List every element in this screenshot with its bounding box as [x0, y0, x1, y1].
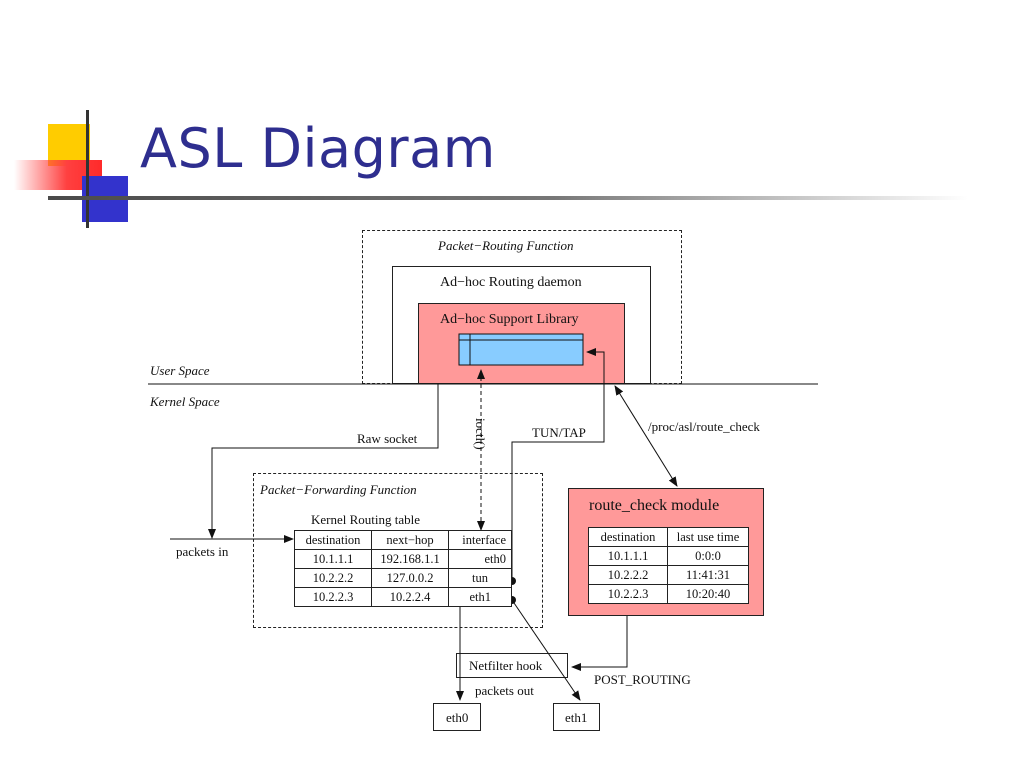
packet-routing-function-label: Packet−Routing Function	[438, 238, 574, 253]
table-header-cell: destination	[294, 530, 372, 550]
table-cell: eth1	[448, 587, 512, 607]
table-cell: eth0	[448, 549, 512, 569]
kernel-routing-table-title: Kernel Routing table	[311, 512, 421, 527]
table-header-row: destination next−hop interface	[294, 530, 512, 550]
raw-socket-arrow	[208, 384, 439, 539]
table-row: 10.1.1.1 192.168.1.1 eth0	[294, 549, 512, 569]
table-cell: 10.2.2.2	[588, 565, 668, 585]
route-check-table: destination last use time 10.1.1.1 0:0:0…	[588, 527, 749, 604]
user-space-label: User Space	[150, 363, 210, 378]
raw-socket-label: Raw socket	[357, 431, 418, 446]
ioctl-label: ioctl()	[473, 418, 488, 450]
proc-route-check-arrow	[614, 385, 678, 487]
table-cell: 11:41:31	[667, 565, 749, 585]
netfilter-hook-label: Netfilter hook	[469, 658, 543, 673]
route-check-module-title: route_check module	[589, 497, 720, 514]
table-row: 10.2.2.3 10:20:40	[588, 584, 749, 604]
packets-in-label: packets in	[176, 544, 229, 559]
kernel-space-label: Kernel Space	[150, 394, 220, 409]
table-row: 10.2.2.3 10.2.2.4 eth1	[294, 587, 512, 607]
netfilter-hook-box	[456, 653, 568, 678]
routing-daemon-label: Ad−hoc Routing daemon	[440, 275, 582, 290]
table-cell: 10.2.2.3	[588, 584, 668, 604]
table-cell: 0:0:0	[667, 546, 749, 566]
table-header-cell: destination	[588, 527, 668, 547]
packets-out-label: packets out	[475, 683, 534, 698]
table-cell: 10.2.2.3	[294, 587, 372, 607]
table-header-row: destination last use time	[588, 527, 749, 547]
eth1-box	[553, 703, 600, 731]
post-routing-label: POST_ROUTING	[594, 672, 691, 687]
slide-title: ASL Diagram	[140, 117, 496, 180]
post-routing-arrow	[571, 616, 628, 671]
table-cell: tun	[448, 568, 512, 588]
table-header-cell: next−hop	[371, 530, 449, 550]
tun-tap-arrow	[511, 348, 605, 581]
eth0-box	[433, 703, 481, 731]
table-cell: 127.0.0.2	[371, 568, 449, 588]
eth0-label: eth0	[446, 710, 469, 725]
packet-forwarding-function-label: Packet−Forwarding Function	[260, 482, 417, 497]
table-header-cell: last use time	[667, 527, 749, 547]
table-cell: 10.2.2.4	[371, 587, 449, 607]
eth1-label: eth1	[565, 710, 588, 725]
table-row: 10.2.2.2 127.0.0.2 tun	[294, 568, 512, 588]
packet-forwarding-function-box	[253, 473, 543, 628]
table-cell: 10.1.1.1	[294, 549, 372, 569]
support-library-label: Ad−hoc Support Library	[440, 312, 579, 327]
library-buffer	[458, 333, 584, 366]
table-cell: 10.1.1.1	[588, 546, 668, 566]
table-row: 10.2.2.2 11:41:31	[588, 565, 749, 585]
table-cell: 10.2.2.2	[294, 568, 372, 588]
ornament-vertical-line	[86, 110, 89, 228]
table-row: 10.1.1.1 0:0:0	[588, 546, 749, 566]
title-rule	[48, 196, 968, 200]
kernel-routing-table: destination next−hop interface 10.1.1.1 …	[294, 530, 512, 607]
table-header-cell: interface	[448, 530, 512, 550]
table-cell: 10:20:40	[667, 584, 749, 604]
tun-tap-label: TUN/TAP	[532, 425, 586, 440]
table-cell: 192.168.1.1	[371, 549, 449, 569]
proc-route-check-label: /proc/asl/route_check	[648, 419, 760, 434]
ornament-yellow-square	[48, 124, 90, 166]
eth1-route-line	[511, 599, 581, 701]
